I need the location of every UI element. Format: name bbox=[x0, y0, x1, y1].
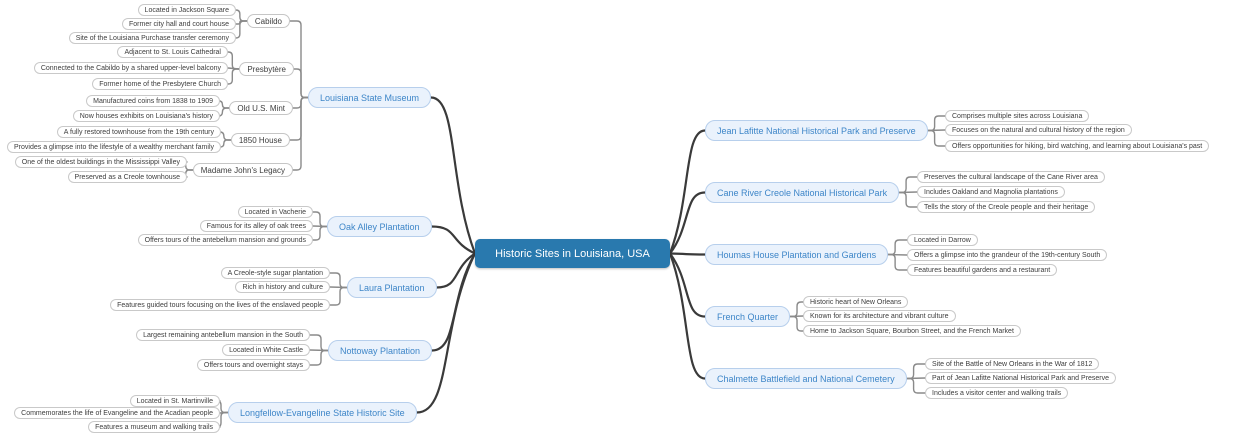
subtopic-1850-house[interactable]: 1850 House bbox=[230, 133, 290, 147]
detail-item[interactable]: Offers tours and overnight stays bbox=[196, 359, 310, 371]
topic-chalmette-battlefield-and-national-cemetery[interactable]: Chalmette Battlefield and National Cemet… bbox=[705, 368, 907, 389]
detail-item[interactable]: Preserves the cultural landscape of the … bbox=[917, 171, 1105, 183]
topic-houmas-house-plantation-and-gardens[interactable]: Houmas House Plantation and Gardens bbox=[705, 244, 889, 265]
detail-item[interactable]: Rich in history and culture bbox=[235, 281, 330, 293]
detail-item[interactable]: Focuses on the natural and cultural hist… bbox=[945, 124, 1132, 136]
detail-item[interactable]: Provides a glimpse into the lifestyle of… bbox=[7, 141, 221, 153]
detail-item[interactable]: Located in White Castle bbox=[222, 344, 310, 356]
detail-item[interactable]: Connected to the Cabildo by a shared upp… bbox=[33, 62, 228, 74]
topic-longfellow-evangeline-state-historic-site[interactable]: Longfellow-Evangeline State Historic Sit… bbox=[228, 402, 417, 423]
topic-french-quarter[interactable]: French Quarter bbox=[705, 306, 791, 327]
detail-item[interactable]: Offers tours of the antebellum mansion a… bbox=[137, 234, 313, 246]
detail-item[interactable]: A fully restored townhouse from the 19th… bbox=[56, 126, 221, 138]
topic-louisiana-state-museum[interactable]: Louisiana State Museum bbox=[308, 87, 432, 108]
detail-item[interactable]: Preserved as a Creole townhouse bbox=[67, 171, 187, 183]
detail-item[interactable]: Historic heart of New Orleans bbox=[803, 296, 909, 308]
detail-item[interactable]: Largest remaining antebellum mansion in … bbox=[136, 329, 310, 341]
detail-item[interactable]: Home to Jackson Square, Bourbon Street, … bbox=[803, 325, 1021, 337]
topic-oak-alley-plantation[interactable]: Oak Alley Plantation bbox=[327, 216, 432, 237]
subtopic-cabildo[interactable]: Cabildo bbox=[246, 14, 290, 28]
detail-item[interactable]: Located in St. Martinville bbox=[129, 395, 220, 407]
detail-item[interactable]: Commemorates the life of Evangeline and … bbox=[14, 407, 220, 419]
detail-item[interactable]: A Creole-style sugar plantation bbox=[220, 267, 330, 279]
topic-laura-plantation[interactable]: Laura Plantation bbox=[347, 277, 437, 298]
detail-item[interactable]: Manufactured coins from 1838 to 1909 bbox=[86, 95, 220, 107]
detail-item[interactable]: Part of Jean Lafitte National Historical… bbox=[925, 372, 1117, 384]
detail-item[interactable]: Includes a visitor center and walking tr… bbox=[925, 387, 1069, 399]
detail-item[interactable]: Offers opportunities for hiking, bird wa… bbox=[945, 140, 1210, 152]
topic-nottoway-plantation[interactable]: Nottoway Plantation bbox=[328, 340, 433, 361]
topic-jean-lafitte-national-historical-park[interactable]: Jean Lafitte National Historical Park an… bbox=[705, 120, 928, 141]
detail-item[interactable]: Former city hall and court house bbox=[122, 18, 236, 30]
detail-item[interactable]: Located in Vacherie bbox=[237, 206, 313, 218]
detail-item[interactable]: Includes Oakland and Magnolia plantation… bbox=[917, 186, 1065, 198]
detail-item[interactable]: Famous for its alley of oak trees bbox=[199, 220, 313, 232]
detail-item[interactable]: Features guided tours focusing on the li… bbox=[110, 299, 330, 311]
detail-item[interactable]: Site of the Battle of New Orleans in the… bbox=[925, 358, 1100, 370]
detail-item[interactable]: Offers a glimpse into the grandeur of th… bbox=[907, 249, 1108, 261]
detail-item[interactable]: Tells the story of the Creole people and… bbox=[917, 201, 1096, 213]
detail-item[interactable]: Located in Darrow bbox=[907, 234, 978, 246]
topic-cane-river-creole-national-historical-park[interactable]: Cane River Creole National Historical Pa… bbox=[705, 182, 900, 203]
subtopic-madame-johns-legacy[interactable]: Madame John's Legacy bbox=[192, 163, 293, 177]
detail-item[interactable]: Known for its architecture and vibrant c… bbox=[803, 310, 956, 322]
detail-item[interactable]: Site of the Louisiana Purchase transfer … bbox=[68, 32, 236, 44]
subtopic-presbytere[interactable]: Presbytère bbox=[239, 62, 294, 76]
detail-item[interactable]: Features a museum and walking trails bbox=[88, 421, 220, 433]
detail-item[interactable]: Located in Jackson Square bbox=[137, 4, 236, 16]
detail-item[interactable]: Adjacent to St. Louis Cathedral bbox=[117, 46, 228, 58]
detail-item[interactable]: Former home of the Presbytere Church bbox=[92, 78, 228, 90]
detail-item[interactable]: One of the oldest buildings in the Missi… bbox=[14, 156, 187, 168]
detail-item[interactable]: Now houses exhibits on Louisiana's histo… bbox=[72, 110, 220, 122]
detail-item[interactable]: Comprises multiple sites across Louisian… bbox=[945, 110, 1090, 122]
central-topic[interactable]: Historic Sites in Louisiana, USA bbox=[475, 239, 670, 268]
detail-item[interactable]: Features beautiful gardens and a restaur… bbox=[907, 264, 1058, 276]
subtopic-old-us-mint[interactable]: Old U.S. Mint bbox=[229, 101, 293, 115]
